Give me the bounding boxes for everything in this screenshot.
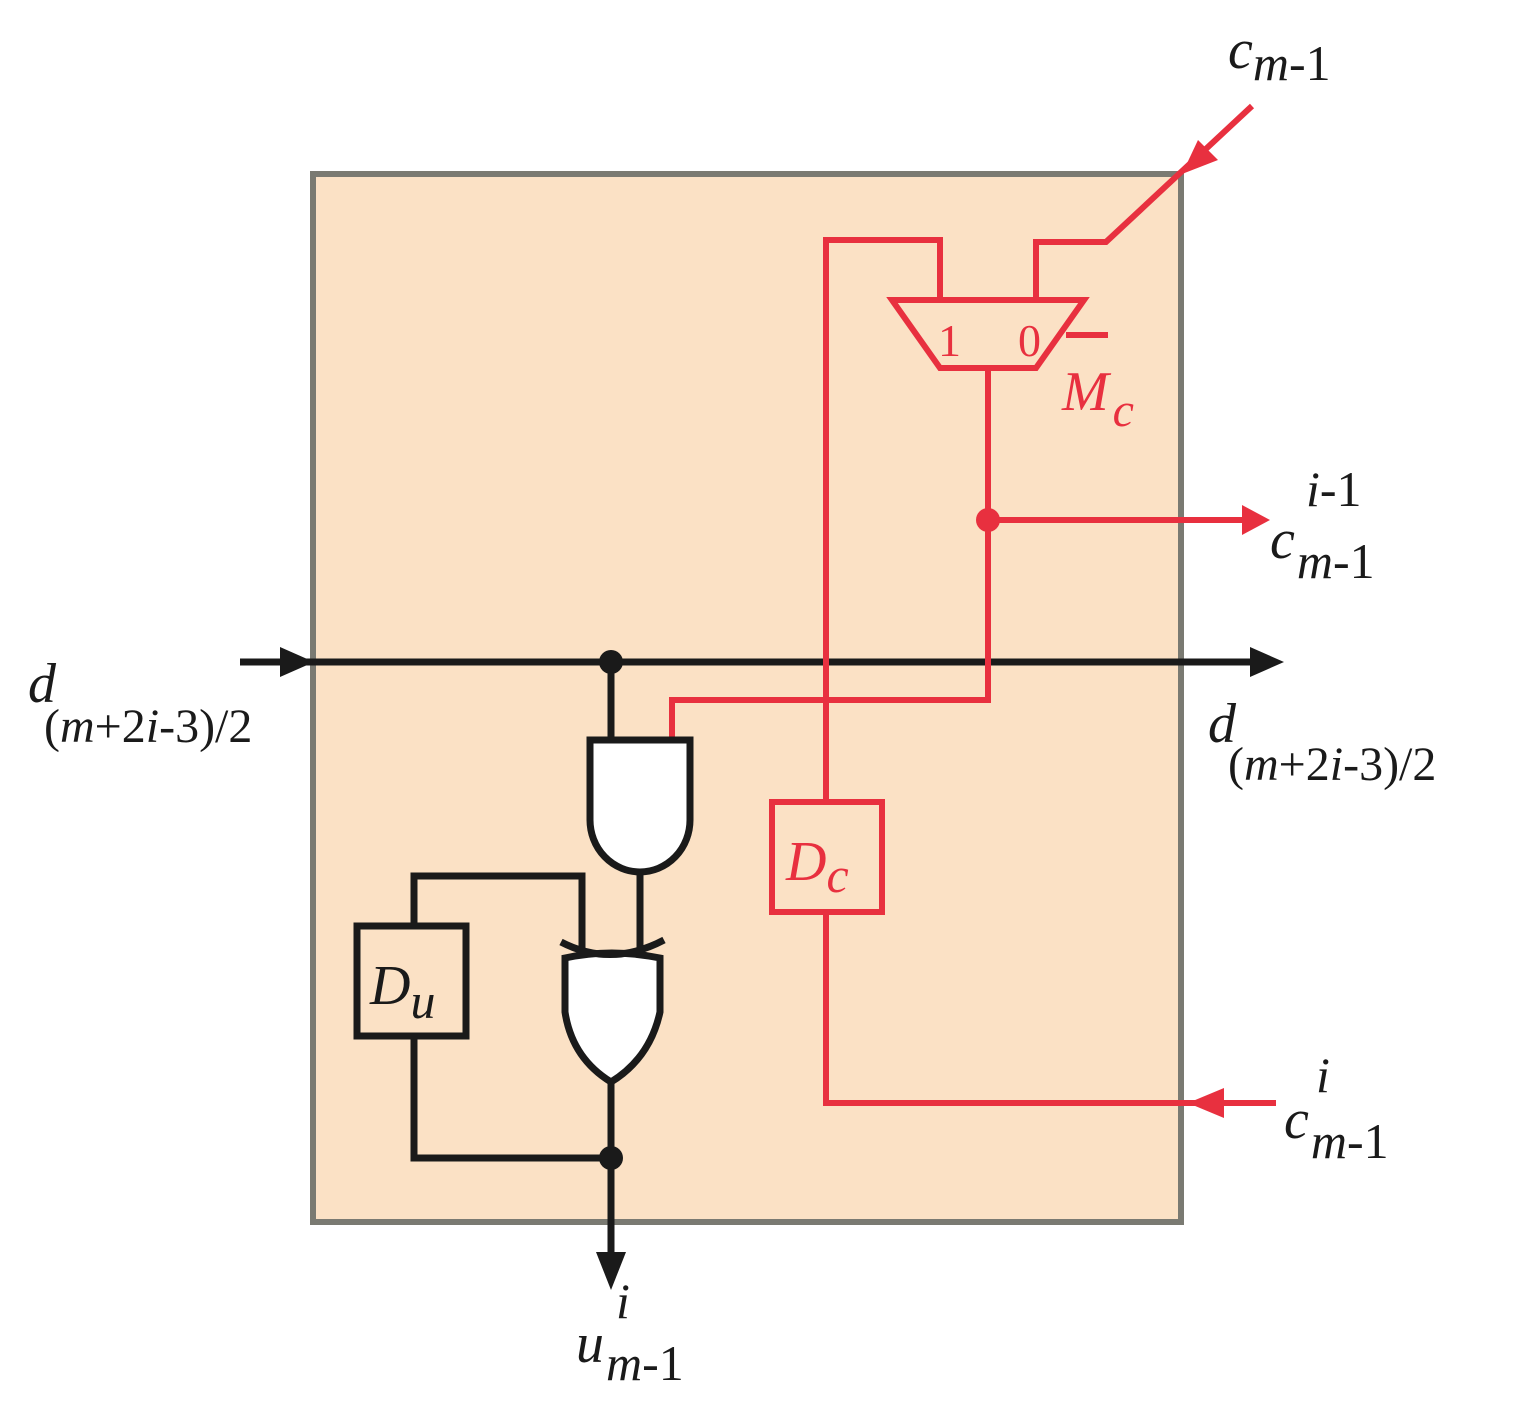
c-prev-arrowhead-icon (1242, 505, 1270, 535)
c-top-arrowhead-icon (1182, 140, 1218, 174)
dc-label: Dc (785, 831, 849, 903)
c-top-input-wire (1033, 103, 1255, 300)
dc-to-mux-wire (823, 237, 943, 802)
dc-register (769, 799, 885, 915)
du-feedback-wire (410, 1036, 611, 1162)
c-top-label: cm-1 (1228, 19, 1331, 91)
du-label: Du (369, 955, 435, 1029)
c-in-label: cm-1 (1284, 1089, 1389, 1169)
d-right-label: d (1208, 693, 1237, 755)
mux-output-wire (669, 368, 991, 740)
mux-input-1-label: 1 (938, 315, 961, 366)
u-out-sup-label: i (616, 1273, 630, 1329)
xor-gate-extra-arc (559, 936, 666, 958)
du-register (353, 922, 470, 1040)
mux-name-label: Mc (1061, 361, 1134, 437)
c-prev-label: cm-1 (1270, 509, 1375, 589)
d-right-arrowhead-icon (1250, 647, 1284, 677)
multiplexer-icon (886, 297, 1090, 371)
mux-input-0-label: 0 (1018, 315, 1041, 366)
d-left-arrowhead-icon (280, 647, 314, 677)
du-to-xor-wire (410, 872, 586, 950)
u-out-label: um-1 (576, 1313, 684, 1391)
c-prev-sup-label: i-1 (1306, 461, 1362, 517)
d-left-label: d (28, 653, 57, 715)
u-out-arrowhead-icon (596, 1252, 626, 1290)
d-bus-junction-icon (599, 650, 623, 674)
u-out-junction-icon (599, 1146, 623, 1170)
c-in-wire (823, 912, 1276, 1106)
d-right-sub-label: (m+2i-3)/2 (1228, 738, 1436, 791)
c-in-sup-label: i (1316, 1047, 1330, 1103)
and-gate-icon (586, 736, 694, 876)
d-left-sub-label: (m+2i-3)/2 (44, 700, 252, 753)
c-in-arrowhead-icon (1188, 1088, 1224, 1118)
mux-out-junction-icon (976, 508, 1000, 532)
